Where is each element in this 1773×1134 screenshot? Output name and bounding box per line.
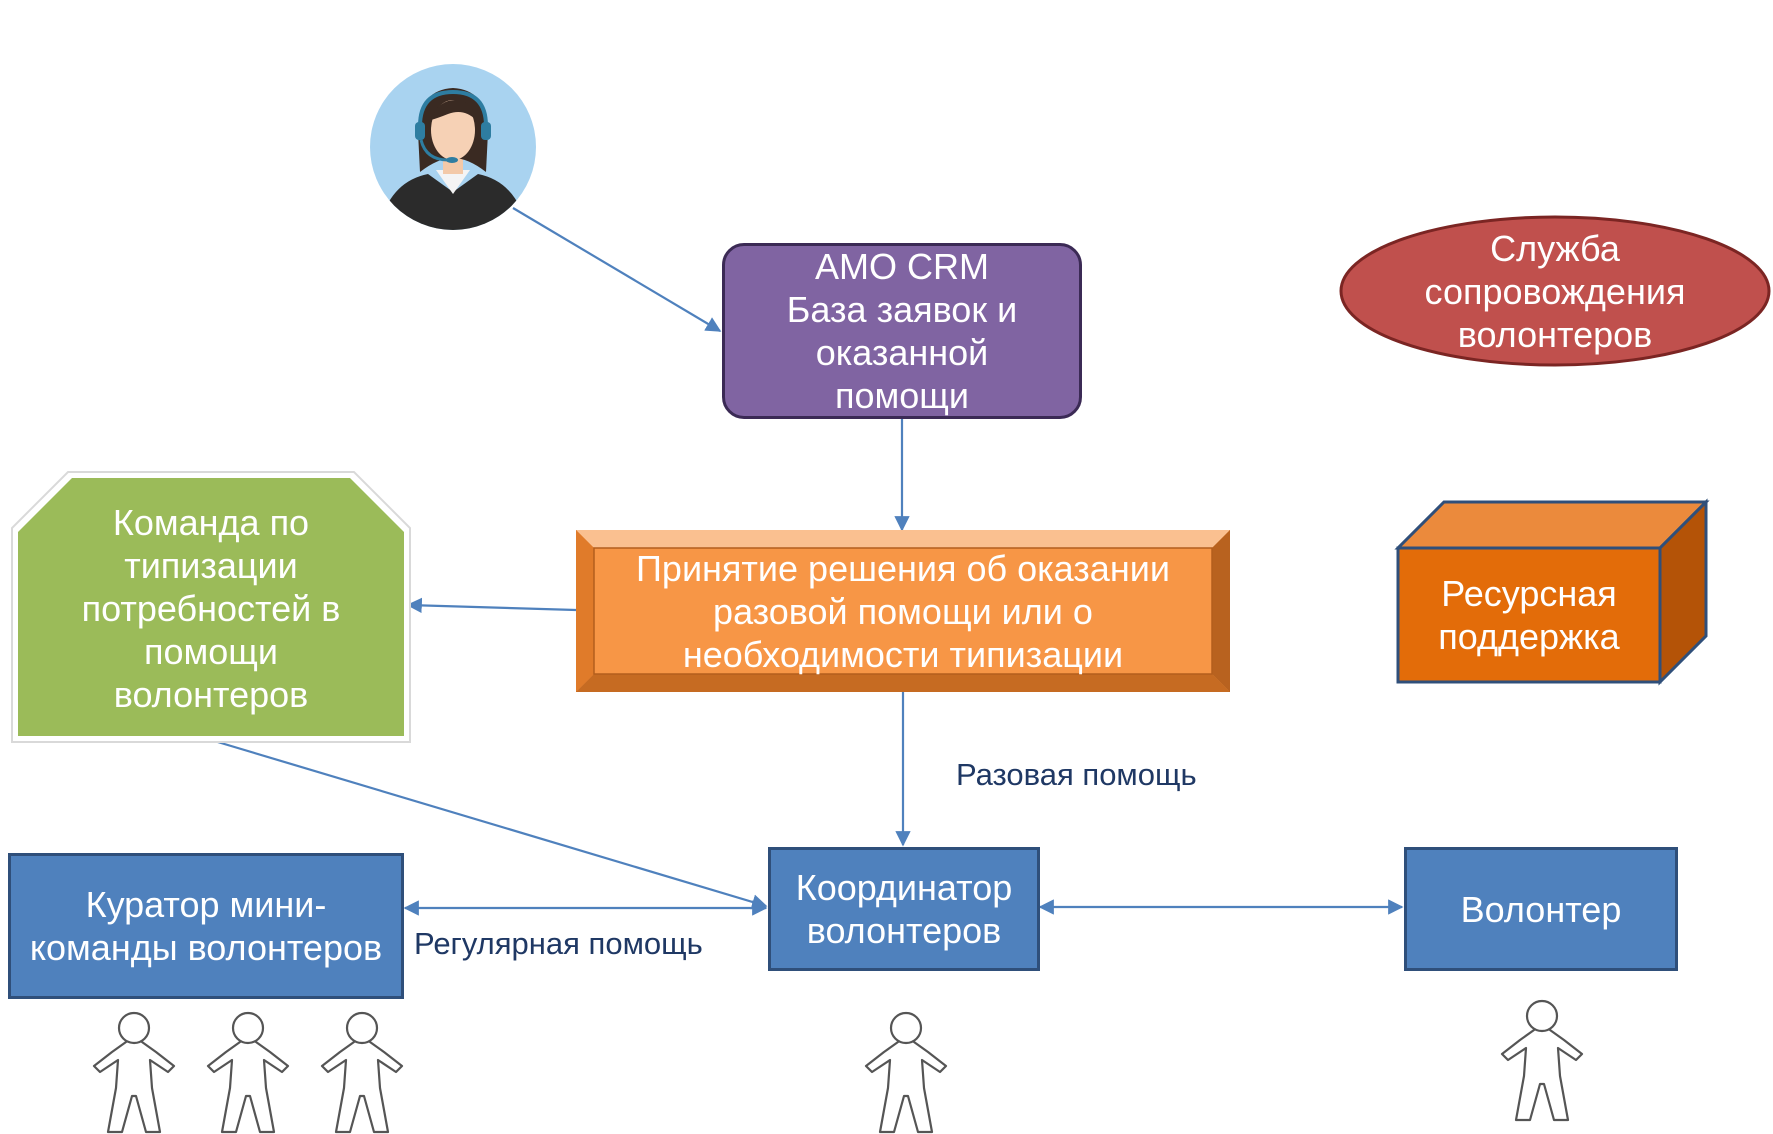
volunteer-node-label: Волонтер	[1460, 888, 1622, 930]
arrow-team-to-coordinator	[210, 738, 768, 910]
person-outline-icon	[320, 1011, 404, 1134]
decision-node-label: Принятие решения об оказании разовой пом…	[636, 547, 1170, 675]
arrow-decision-to-team	[406, 597, 577, 614]
resource-support-node-label: Ресурсная поддержка	[1438, 573, 1620, 657]
coordinator-node	[768, 847, 1040, 971]
person-outline-icon	[92, 1011, 176, 1134]
regular-help-label: Регулярная помощь	[414, 926, 703, 961]
one-time-help-label: Разовая помощь	[956, 757, 1197, 792]
curator-node	[8, 853, 404, 999]
coordinator-node-label: Координатор волонтеров	[795, 867, 1013, 951]
typization-team-node	[11, 471, 411, 743]
person-outline-icon	[1500, 999, 1584, 1122]
arrow-operator-to-crm	[512, 207, 722, 332]
curator-node-label: Куратор мини- команды волонтеров	[29, 884, 383, 968]
person-outline-icon	[206, 1011, 290, 1134]
crm-node-label: AMO CRM База заявок и оказанной помощи	[786, 246, 1018, 416]
typization-team-node-label: Команда по типизации потребностей в помо…	[81, 501, 341, 715]
operator-headset-avatar-icon	[370, 64, 536, 230]
support-service-node	[1339, 215, 1771, 367]
decision-node	[576, 530, 1230, 692]
crm-node	[722, 243, 1082, 419]
person-outline-icon	[864, 1011, 948, 1134]
support-service-node-label: Служба сопровождения волонтеров	[1424, 227, 1686, 355]
volunteer-node	[1404, 847, 1678, 971]
resource-support-node	[1394, 498, 1710, 686]
